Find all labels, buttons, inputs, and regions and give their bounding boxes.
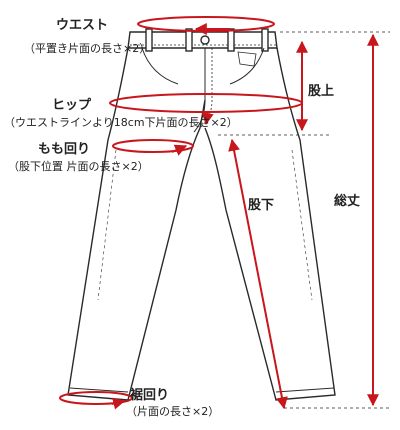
belt-loop bbox=[261, 28, 269, 52]
coin-pocket bbox=[237, 51, 257, 67]
thigh-note: （股下位置 片面の長さ×2） bbox=[8, 160, 149, 173]
waist-label: ウエスト bbox=[56, 18, 109, 33]
inseam-label: 股下 bbox=[248, 198, 275, 213]
thigh-arrow bbox=[171, 144, 188, 156]
right-pocket bbox=[229, 47, 265, 85]
length-label: 総丈 bbox=[334, 194, 361, 209]
belt-loop bbox=[185, 28, 193, 52]
right-leg bbox=[204, 47, 336, 401]
measurement-marks bbox=[59, 16, 379, 410]
pants-outline bbox=[67, 28, 336, 401]
hem-label: 裾回り bbox=[130, 388, 170, 403]
rise-label: 股上 bbox=[308, 84, 335, 99]
hip-arrow bbox=[201, 110, 214, 126]
left-hem-line bbox=[69, 387, 129, 393]
hip-note: （ウエストラインより18cm下片面の長さ×2） bbox=[4, 116, 238, 129]
waist-button bbox=[200, 35, 210, 45]
left-leg-crease bbox=[97, 149, 117, 301]
left-pocket bbox=[141, 47, 179, 85]
hip-label: ヒップ bbox=[52, 98, 92, 113]
thigh-label: もも回り bbox=[38, 142, 91, 157]
hem-arrow bbox=[111, 397, 126, 410]
right-leg-crease bbox=[291, 149, 313, 301]
hem-loop bbox=[59, 391, 133, 405]
right-hem-line bbox=[275, 387, 335, 393]
guide-lines bbox=[218, 31, 390, 409]
hem-note: （片面の長さ×2） bbox=[126, 405, 220, 418]
belt-loop bbox=[227, 28, 235, 52]
hip-loop bbox=[109, 93, 303, 113]
inseam-arrow bbox=[228, 138, 288, 410]
belt-loop bbox=[145, 28, 153, 52]
waist-note: （平置き片面の長さ×2） bbox=[24, 42, 151, 55]
thigh-loop bbox=[112, 139, 194, 153]
